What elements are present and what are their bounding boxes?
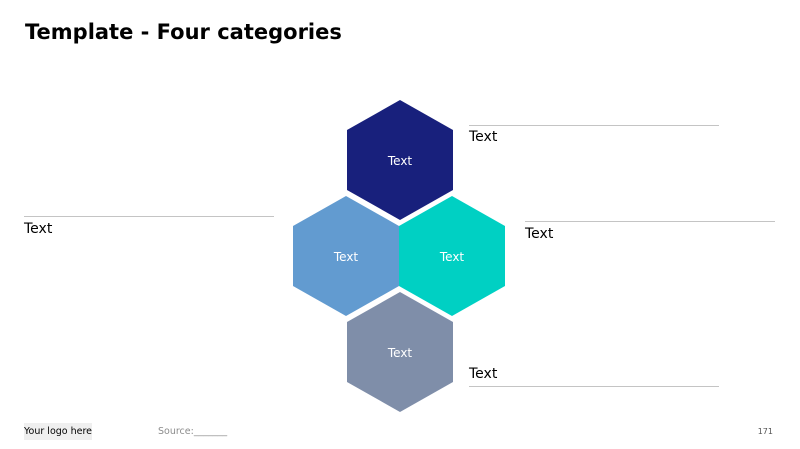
hexagon-top: Text [347,100,453,220]
callout-text-bottom-right: Text [469,366,498,382]
slide-title: Template - Four categories [25,20,342,44]
hexagon-left-label: Text [333,250,359,264]
callout-line-top-right [469,125,719,126]
page-number: 171 [757,427,773,436]
logo-placeholder: Your logo here [24,423,92,440]
hexagon-right: Text [399,196,505,316]
callout-line-left [24,216,274,217]
hexagon-bottom: Text [347,292,453,412]
hexagon-bottom-label: Text [387,346,413,360]
hexagon-left: Text [293,196,399,316]
callout-line-mid-right [525,221,775,222]
callout-text-left: Text [24,221,53,237]
source-note: Source:_______ [158,426,228,437]
hexagon-top-label: Text [387,154,413,168]
callout-text-top-right: Text [469,129,498,145]
callout-line-bottom-right [469,386,719,387]
callout-text-mid-right: Text [525,226,554,242]
hexagon-right-label: Text [439,250,465,264]
